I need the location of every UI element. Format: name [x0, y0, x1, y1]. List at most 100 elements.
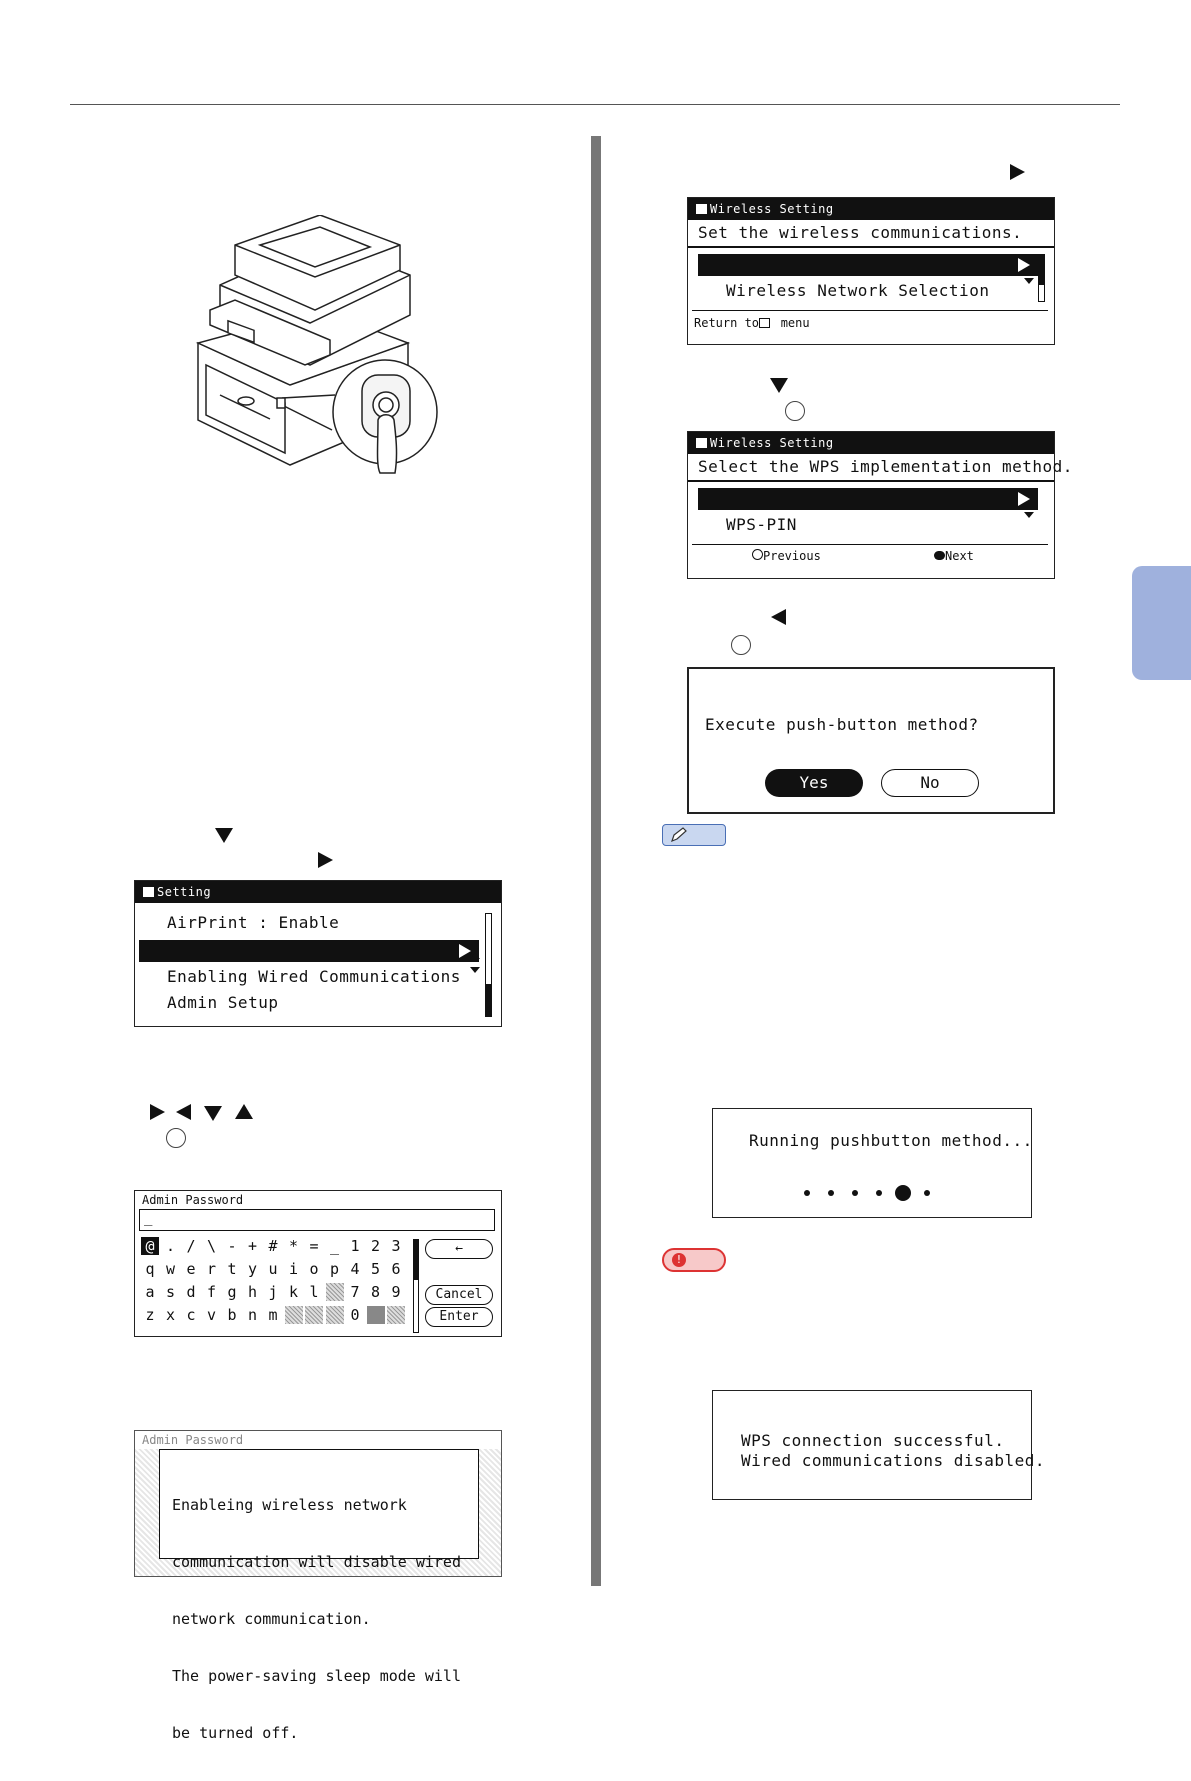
down-arrow-icon — [215, 828, 233, 843]
push-button-dialog: Execute push-button method? Yes No — [687, 667, 1055, 814]
admin-warning-dialog: Enableing wireless network communication… — [159, 1449, 479, 1742]
wps-method-panel: Wireless Setting Select the WPS implemen… — [687, 431, 1072, 579]
right-arrow-icon — [1010, 164, 1025, 180]
down-arrow-icon — [204, 1106, 222, 1121]
keyboard-key[interactable]: m — [268, 1306, 278, 1324]
admin-password-dialog-screen: Admin Password Enableing wireless networ… — [134, 1430, 502, 1742]
keyboard-key[interactable]: w — [165, 1260, 176, 1278]
keyboard-key[interactable]: q — [145, 1260, 155, 1278]
keyboard-key[interactable]: 3 — [391, 1237, 401, 1255]
keyboard-key[interactable]: c — [186, 1306, 196, 1324]
keyboard-key[interactable]: u — [268, 1260, 278, 1278]
warning-line-5: be turned off. — [172, 1724, 299, 1742]
keyboard-key[interactable] — [284, 1306, 303, 1324]
keyboard-key[interactable]: \ — [206, 1237, 217, 1255]
keyboard-key[interactable]: 8 — [370, 1283, 381, 1301]
scroll-down-icon — [1024, 278, 1034, 284]
keyboard-key[interactable]: 0 — [350, 1306, 360, 1324]
keyboard-key[interactable]: 5 — [370, 1260, 381, 1278]
keyboard-key[interactable]: x — [165, 1306, 176, 1324]
keyboard-key[interactable]: 1 — [350, 1237, 360, 1255]
keyboard-key[interactable]: 2 — [370, 1237, 381, 1255]
menu-item-wps-pbc-label: WPS-PBC — [766, 507, 838, 526]
progress-dot — [876, 1190, 882, 1196]
keyboard-key[interactable]: f — [206, 1283, 217, 1301]
setting-item-wired[interactable]: Enabling Wired Communications — [167, 967, 461, 986]
keyboard-key[interactable]: 4 — [350, 1260, 360, 1278]
setting-item-admin[interactable]: Admin Setup — [167, 993, 279, 1012]
setting-panel-title-bar: Setting — [135, 881, 501, 903]
keyboard-key[interactable]: t — [227, 1260, 237, 1278]
menu-item-auto-wps[interactable]: Automatic setup (WPS) — [698, 254, 1038, 292]
keyboard-key[interactable]: s — [165, 1283, 176, 1301]
keyboard-key[interactable]: v — [206, 1306, 217, 1324]
cancel-button[interactable]: Cancel — [425, 1285, 493, 1305]
keyboard-key[interactable]: = — [309, 1237, 319, 1255]
setting-item-airprint[interactable]: AirPrint : Enable — [167, 913, 340, 932]
keyboard-key[interactable]: i — [288, 1260, 299, 1278]
keyboard-key[interactable]: g — [227, 1283, 237, 1301]
progress-dot — [828, 1190, 834, 1196]
note-badge: ! — [662, 1248, 726, 1272]
keyboard-key[interactable] — [325, 1306, 344, 1324]
success-panel: WPS connection successful. Wired communi… — [712, 1390, 1044, 1500]
backspace-button[interactable]: ← — [425, 1239, 493, 1259]
menu-item-wps-pin[interactable]: WPS-PIN — [726, 515, 797, 534]
keyboard-key[interactable] — [387, 1306, 405, 1324]
memo-badge — [662, 824, 726, 846]
keyboard-key[interactable]: + — [247, 1237, 258, 1255]
admin-password-input[interactable]: _ — [139, 1209, 495, 1231]
yes-button[interactable]: Yes — [765, 769, 863, 797]
setting-panel-title: Setting — [157, 885, 212, 899]
menu-item-network-selection[interactable]: Wireless Network Selection — [726, 281, 990, 300]
wireless-setting-prompt: Set the wireless communications. — [698, 223, 1023, 242]
warning-line-1: Enableing wireless network — [172, 1496, 407, 1514]
keyboard-key[interactable]: 9 — [391, 1283, 401, 1301]
submenu-arrow-icon — [1018, 258, 1030, 272]
keyboard-key[interactable]: o — [309, 1260, 319, 1278]
progress-dot — [804, 1190, 810, 1196]
keyboard-key[interactable]: d — [186, 1283, 196, 1301]
keyboard-key[interactable]: e — [186, 1260, 196, 1278]
keyboard-key[interactable]: 7 — [350, 1283, 360, 1301]
keyboard-key[interactable]: 6 — [391, 1260, 401, 1278]
keyboard-key[interactable]: / — [186, 1237, 196, 1255]
keyboard-key[interactable]: y — [247, 1260, 258, 1278]
keyboard-key[interactable]: a — [145, 1283, 155, 1301]
setting-item-wireless[interactable]: Wireless Setting — [139, 940, 479, 978]
keyboard-key[interactable]: * — [288, 1237, 299, 1255]
no-button[interactable]: No — [881, 769, 979, 797]
keyboard-key[interactable] — [325, 1283, 344, 1301]
keyboard-key[interactable]: - — [227, 1237, 237, 1255]
keyboard-key[interactable]: p — [329, 1260, 340, 1278]
next-button[interactable]: Next — [934, 549, 974, 563]
setting-panel: Setting AirPrint : Enable Wireless Setti… — [134, 880, 502, 1027]
keyboard-key[interactable]: b — [227, 1306, 237, 1324]
keyboard-key[interactable]: r — [206, 1260, 217, 1278]
setting-scrollbar[interactable] — [485, 913, 492, 1017]
menu-item-wps-pbc[interactable]: WPS-PBC — [698, 488, 1038, 526]
keyboard-key[interactable]: @ — [141, 1237, 159, 1255]
progress-dots — [799, 1183, 939, 1203]
warning-icon: ! — [672, 1253, 686, 1267]
keyboard-key[interactable]: k — [288, 1283, 299, 1301]
keyboard-key[interactable]: l — [309, 1283, 319, 1301]
keyboard-scrollbar[interactable] — [413, 1239, 419, 1333]
keyboard-key[interactable]: . — [165, 1237, 176, 1255]
keyboard-key[interactable]: h — [247, 1283, 258, 1301]
keyboard-key[interactable] — [305, 1306, 323, 1324]
progress-dot-active — [895, 1185, 911, 1201]
keyboard-key[interactable]: j — [268, 1283, 278, 1301]
printer-illustration — [195, 215, 438, 474]
keyboard-key[interactable]: z — [145, 1306, 155, 1324]
keyboard-key[interactable]: # — [268, 1237, 278, 1255]
keyboard-key[interactable]: _ — [329, 1237, 340, 1255]
enter-button[interactable]: Enter — [425, 1307, 493, 1327]
next-icon — [934, 551, 945, 560]
keyboard-key[interactable]: n — [247, 1306, 258, 1324]
previous-button[interactable]: Previous — [752, 549, 821, 563]
running-message: Running pushbutton method... — [749, 1131, 1033, 1150]
keyboard-key[interactable] — [366, 1306, 385, 1324]
wireless-scrollbar[interactable] — [1038, 254, 1045, 302]
